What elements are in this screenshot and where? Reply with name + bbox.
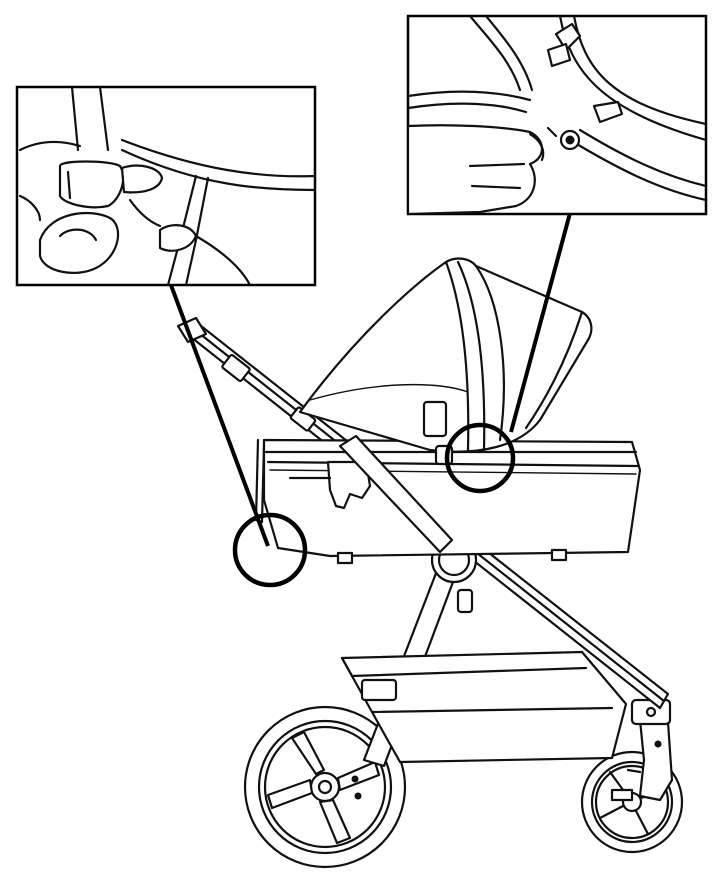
right-callout-arrow — [509, 172, 586, 433]
rear-wheel — [243, 705, 407, 869]
stroller — [176, 257, 684, 869]
shopping-basket — [340, 650, 628, 764]
left-inset — [15, 85, 317, 287]
handle-lower-callout — [232, 512, 308, 588]
frame-upper-segment — [338, 434, 454, 554]
right-inset — [406, 14, 708, 216]
carrycot — [254, 438, 642, 565]
carrycot-side-callout — [444, 422, 516, 494]
